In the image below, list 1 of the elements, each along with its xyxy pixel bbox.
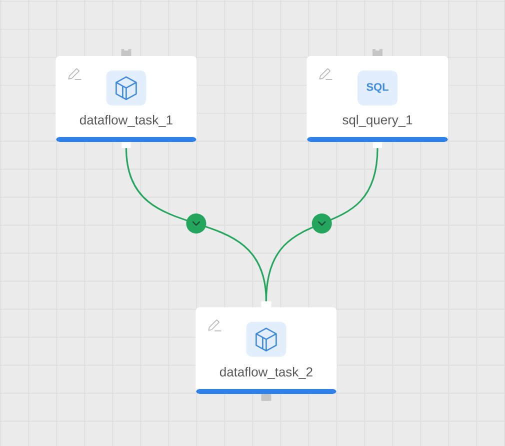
connector: [265, 148, 378, 302]
